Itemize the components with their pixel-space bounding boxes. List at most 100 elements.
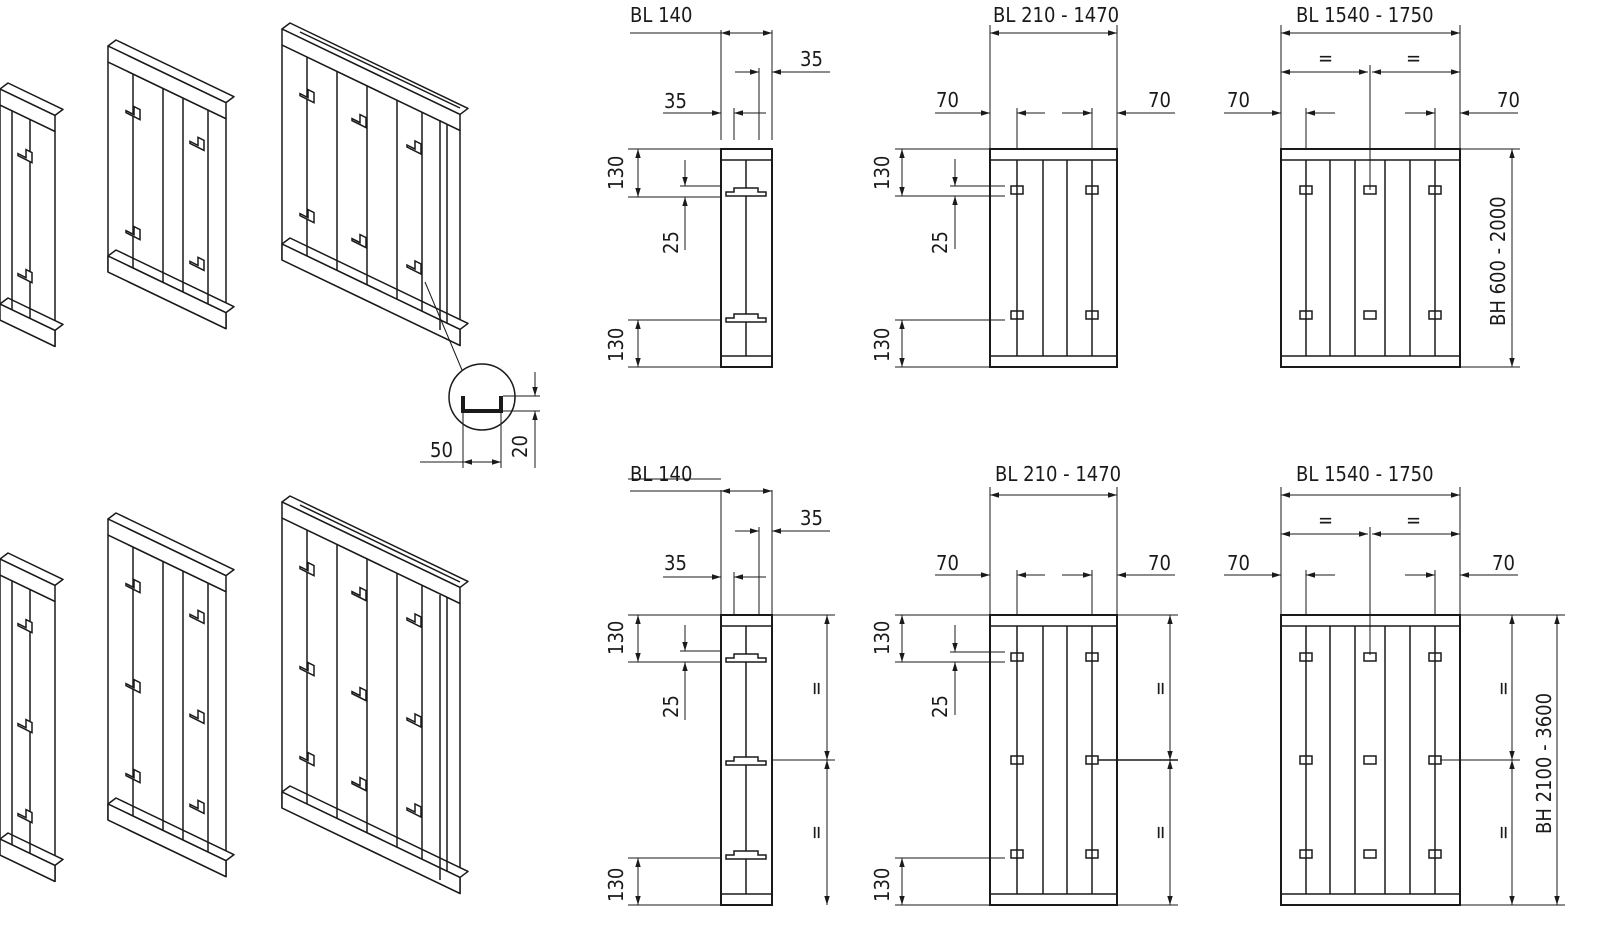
iso-clip xyxy=(189,609,205,625)
iso-rail-bottom xyxy=(0,838,56,883)
bottom-wide-height-range: BH 2100 - 3600 xyxy=(1532,692,1556,834)
clip-bracket xyxy=(1299,849,1313,859)
detail-circle xyxy=(448,363,516,431)
frame-outline xyxy=(720,148,773,368)
clip-bracket xyxy=(1085,310,1099,320)
iso-clip xyxy=(189,256,205,272)
iso-clip xyxy=(125,768,141,784)
iso-clip xyxy=(17,268,33,284)
clip-bracket xyxy=(725,850,767,860)
bottom-narrow-dim-right: 35 xyxy=(800,506,823,530)
bottom-wide-eq-left: = xyxy=(1318,508,1334,532)
iso-clip xyxy=(299,661,315,677)
iso-clip xyxy=(125,678,141,694)
iso-clip xyxy=(125,105,141,121)
iso-clip xyxy=(406,712,422,729)
bottom-medium-eq-lower: = xyxy=(1148,824,1172,840)
bottom-medium-dim-top: 130 xyxy=(870,620,894,655)
top-medium-dim-top: 130 xyxy=(870,155,894,190)
iso-clip xyxy=(189,799,205,815)
iso-clip xyxy=(299,561,315,577)
top-wide-height-range: BH 600 - 2000 xyxy=(1486,196,1510,326)
bottom-wide-eq-lower: = xyxy=(1491,824,1515,840)
iso-clip xyxy=(299,208,315,224)
iso-clip xyxy=(351,113,367,129)
iso-clip xyxy=(17,718,33,734)
top-narrow-dim-left: 35 xyxy=(664,89,687,113)
iso-clip xyxy=(189,709,205,725)
top-narrow-dim-clip: 25 xyxy=(659,231,683,254)
iso-clip xyxy=(189,136,205,152)
bottom-narrow-eq-upper: = xyxy=(804,680,828,696)
clip-bracket xyxy=(1428,310,1442,320)
u-profile xyxy=(461,396,503,413)
clip-bracket xyxy=(1010,652,1024,662)
clip-bracket xyxy=(725,313,767,323)
iso-clip xyxy=(125,225,141,241)
iso-clip xyxy=(351,586,367,602)
clip-bracket xyxy=(1363,755,1377,765)
detail-width-label: 50 xyxy=(430,438,453,462)
iso-rail-bottom xyxy=(107,255,227,330)
iso-rail-bottom xyxy=(281,243,461,347)
iso-clip xyxy=(17,808,33,824)
top-narrow-dim-top: 130 xyxy=(604,155,628,190)
top-narrow-dim-right: 35 xyxy=(800,47,823,71)
clip-bracket xyxy=(725,756,767,766)
clip-bracket xyxy=(1428,849,1442,859)
iso-clip xyxy=(351,233,367,249)
clip-bracket xyxy=(1010,185,1024,195)
iso-rail-bottom xyxy=(0,303,56,348)
iso-clip xyxy=(406,802,422,819)
iso-rail-edge xyxy=(299,504,461,583)
bottom-medium-dim-bottom: 130 xyxy=(870,867,894,902)
bottom-narrow-dim-top: 130 xyxy=(604,620,628,655)
iso-rail-top xyxy=(281,501,461,605)
iso-rail-top xyxy=(107,518,227,593)
top-wide-dim-left: 70 xyxy=(1227,88,1250,112)
iso-clip xyxy=(351,776,367,792)
bottom-narrow-dim-bottom: 130 xyxy=(604,867,628,902)
top-medium-dim-bottom: 130 xyxy=(870,327,894,362)
iso-rail-bottom xyxy=(107,803,227,878)
top-wide-eq-left: = xyxy=(1318,46,1334,70)
clip-bracket xyxy=(1299,652,1313,662)
top-medium-dim-right: 70 xyxy=(1148,88,1171,112)
bottom-medium-title: BL 210 - 1470 xyxy=(995,462,1122,486)
clip-bracket xyxy=(1428,185,1442,195)
top-wide-title: BL 1540 - 1750 xyxy=(1296,3,1434,27)
iso-clip xyxy=(406,259,422,276)
clip-bracket xyxy=(1363,310,1377,320)
iso-clip xyxy=(351,686,367,702)
clip-bracket xyxy=(1363,849,1377,859)
iso-clip xyxy=(299,751,315,767)
iso-rail-edge xyxy=(299,31,461,109)
clip-bracket xyxy=(1010,755,1024,765)
frame-outline xyxy=(989,148,1118,368)
leader-line xyxy=(424,281,463,371)
bottom-wide-eq-upper: = xyxy=(1491,680,1515,696)
bottom-medium-eq-upper: = xyxy=(1148,680,1172,696)
frame-outline xyxy=(1280,614,1461,906)
iso-rail-top xyxy=(0,88,56,133)
top-narrow-dim-bottom: 130 xyxy=(604,327,628,362)
bottom-narrow-title: BL 140 xyxy=(630,462,693,486)
clip-bracket xyxy=(1010,310,1024,320)
bottom-medium-dim-left: 70 xyxy=(936,551,959,575)
clip-bracket xyxy=(725,653,767,663)
iso-clip xyxy=(125,578,141,594)
iso-clip xyxy=(406,139,422,156)
iso-clip xyxy=(17,618,33,634)
top-wide-dim-right: 70 xyxy=(1497,88,1520,112)
bottom-narrow-dim-clip: 25 xyxy=(659,695,683,718)
detail-height-label: 20 xyxy=(508,435,532,458)
bottom-medium-dim-right: 70 xyxy=(1148,551,1171,575)
clip-bracket xyxy=(1085,185,1099,195)
clip-bracket xyxy=(1428,652,1442,662)
top-medium-dim-clip: 25 xyxy=(928,231,952,254)
clip-bracket xyxy=(1085,849,1099,859)
clip-bracket xyxy=(1299,185,1313,195)
iso-rail-bottom xyxy=(281,791,461,895)
